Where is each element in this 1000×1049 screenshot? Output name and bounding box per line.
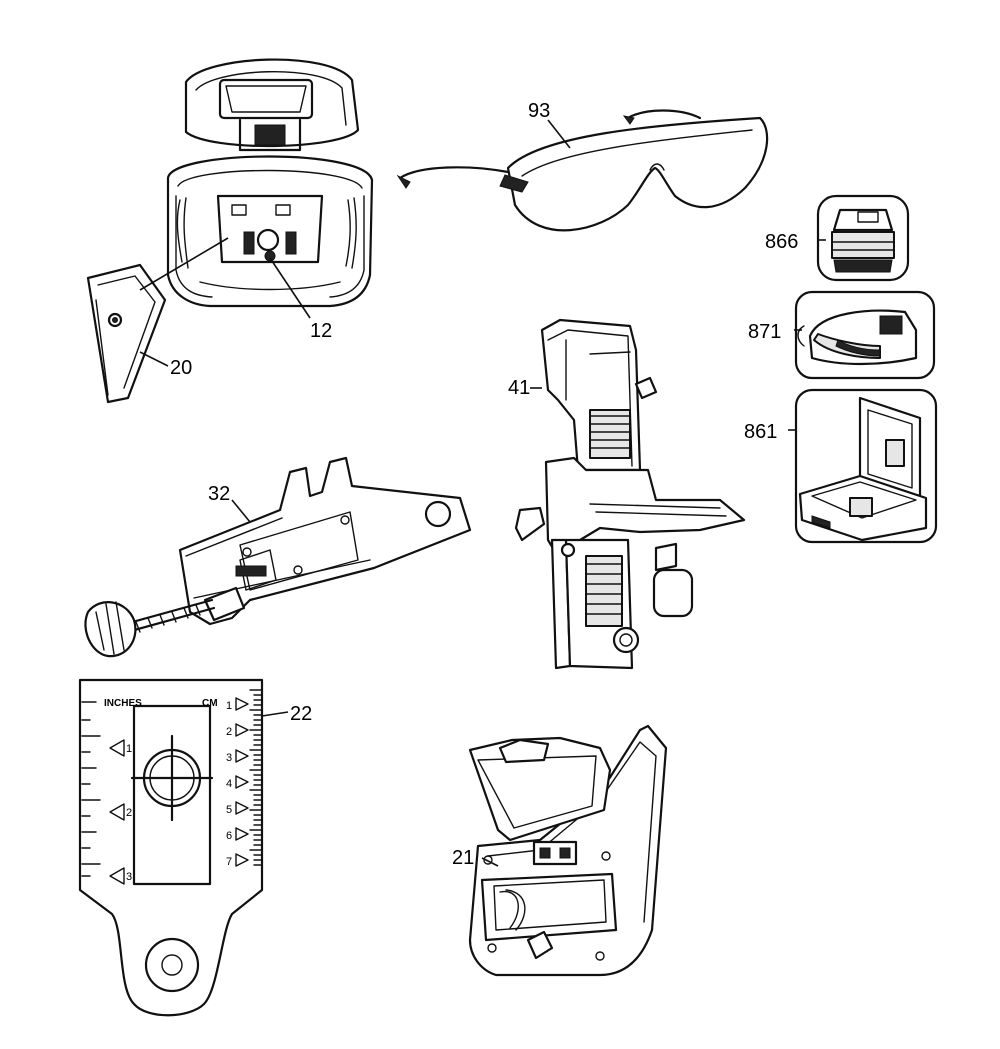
laser-unit (166, 58, 374, 319)
cm-mark-2: 2 (226, 726, 232, 738)
target-card: INCHES CM 1 2 3 1 2 3 4 5 6 7 (78, 678, 289, 1017)
callout-21: 21 (452, 847, 474, 869)
charger (794, 290, 936, 380)
callout-20: 20 (170, 357, 192, 379)
cm-mark-4: 4 (226, 778, 232, 790)
inch-mark-3: 3 (126, 871, 132, 883)
pole-mount-bracket (514, 318, 746, 670)
callout-22: 22 (290, 703, 312, 725)
cm-mark-5: 5 (226, 804, 232, 816)
wall-mount-bracket (86, 237, 229, 404)
cm-mark-6: 6 (226, 830, 232, 842)
detector-holder (468, 724, 668, 977)
inch-mark-1: 1 (126, 743, 132, 755)
callout-41: 41 (508, 377, 530, 399)
callout-861: 861 (744, 421, 777, 443)
target-card-cm-label: CM (202, 698, 218, 709)
cm-mark-3: 3 (226, 752, 232, 764)
callout-93: 93 (528, 100, 550, 122)
carrying-case (788, 388, 938, 544)
cm-mark-1: 1 (226, 700, 232, 712)
inch-mark-2: 2 (126, 807, 132, 819)
callout-871: 871 (748, 321, 781, 343)
target-card-inches-label: INCHES (104, 698, 142, 709)
battery-pack (816, 194, 910, 282)
safety-glasses (396, 109, 769, 232)
callout-12: 12 (310, 320, 332, 342)
clamp (84, 456, 472, 658)
cm-mark-7: 7 (226, 856, 232, 868)
callout-866: 866 (765, 231, 798, 253)
callout-32: 32 (208, 483, 230, 505)
